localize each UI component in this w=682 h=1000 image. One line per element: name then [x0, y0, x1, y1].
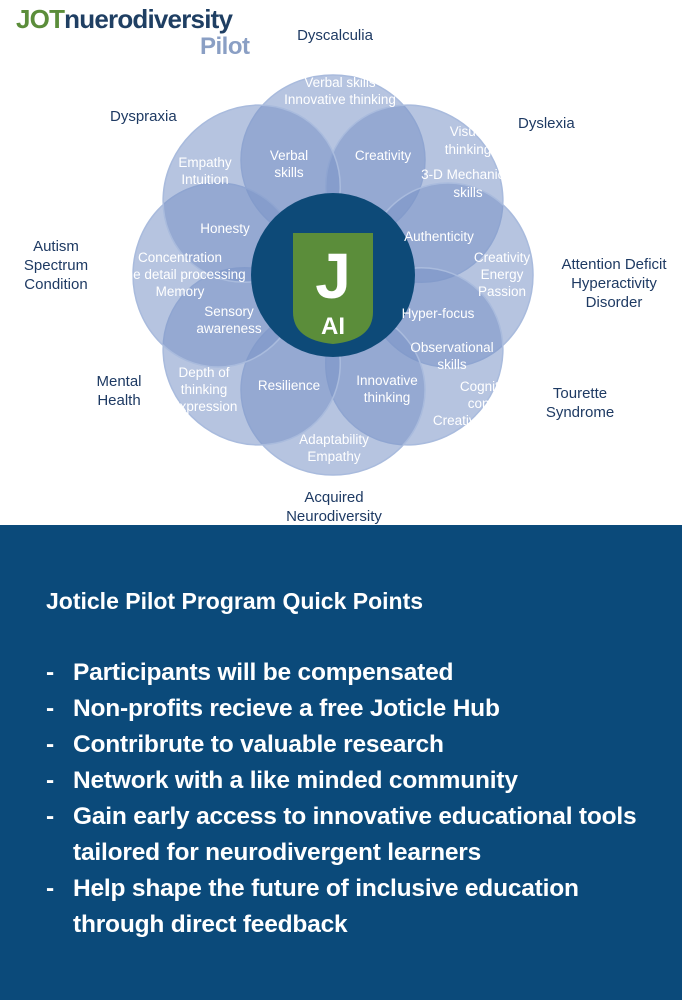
bullet-dash: -: [46, 767, 54, 794]
bullet-dash: -: [46, 731, 54, 758]
logo-sub: AI: [321, 313, 345, 340]
quick-point-item: -Help shape the future of inclusive educ…: [46, 871, 666, 943]
quick-point-item: -Gain early access to innovative educati…: [46, 799, 666, 871]
quick-point-item: -Contribrute to valuable research: [46, 727, 666, 763]
quick-point-text: Participants will be compensated: [73, 659, 454, 686]
strength-adhd-tourette: Hyper-focus: [402, 306, 475, 321]
condition-dyscalculia: Dyscalculia: [297, 27, 374, 44]
quick-points-list: -Participants will be compensated -Non-p…: [46, 655, 666, 943]
bullet-dash: -: [46, 803, 54, 830]
quick-point-item: -Network with a like minded community: [46, 763, 666, 799]
brand-pilot: Pilot: [200, 33, 250, 60]
quick-points-title: Joticle Pilot Program Quick Points: [46, 588, 424, 614]
bullet-dash: -: [46, 875, 54, 902]
quick-point-text: Contribrute to valuable research: [73, 731, 444, 758]
quick-point-item: -Non-profits recieve a free Joticle Hub: [46, 691, 666, 727]
quick-point-text: Non-profits recieve a free Joticle Hub: [73, 695, 500, 722]
joticle-ai-logo-icon: [293, 233, 373, 344]
quick-point-item: -Participants will be compensated: [46, 655, 666, 691]
bullet-dash: -: [46, 695, 54, 722]
quick-point-text: Help shape the future of inclusive educa…: [73, 875, 579, 938]
strength-dyscalculia-dyslexia: Creativity: [355, 148, 412, 163]
condition-dyspraxia: Dyspraxia: [110, 108, 177, 125]
condition-dyslexia: Dyslexia: [518, 115, 575, 132]
quick-point-text: Gain early access to innovative educatio…: [73, 803, 637, 866]
strength-autism-dyspraxia: Honesty: [200, 221, 250, 236]
petals-group: [132, 74, 534, 476]
brand-jot: JOT: [16, 4, 65, 34]
brand-logo: JOTnuerodiversity: [16, 4, 233, 34]
bullet-dash: -: [46, 659, 54, 686]
center-hub: JAI: [251, 193, 415, 357]
strength-dyslexia-adhd: Authenticity: [404, 229, 474, 244]
brand-nuerodiversity: nuerodiversity: [64, 4, 233, 34]
quick-point-text: Network with a like minded community: [73, 767, 518, 794]
strength-acquired-mental: Resilience: [258, 378, 320, 393]
logo-letter: J: [315, 240, 351, 312]
quick-points-panel: Joticle Pilot Program Quick Points -Part…: [0, 525, 682, 1000]
